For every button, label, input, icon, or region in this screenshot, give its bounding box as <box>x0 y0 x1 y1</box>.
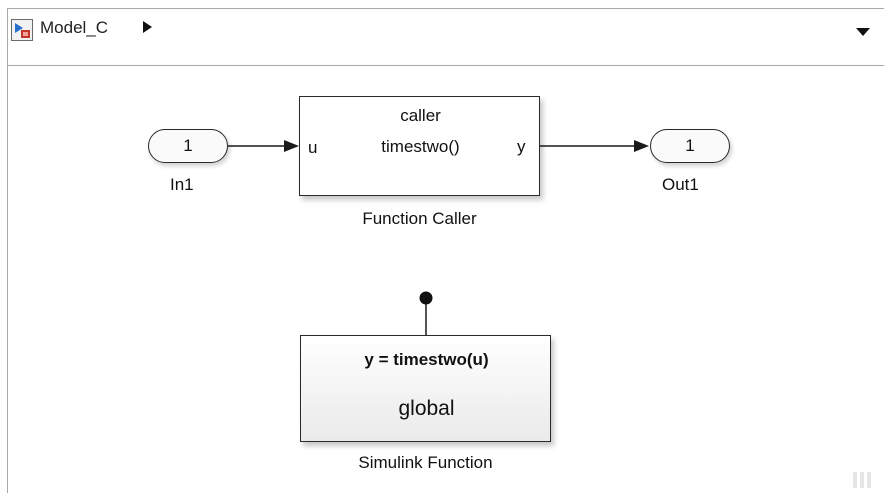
simulink-model-icon[interactable] <box>11 19 33 41</box>
inport-block[interactable]: 1 <box>148 129 228 163</box>
outport-number: 1 <box>685 136 695 155</box>
function-signature: y = timestwo(u) <box>364 350 489 369</box>
outport-block[interactable]: 1 <box>650 129 730 163</box>
caller-function-name: timestwo() <box>381 137 460 156</box>
outport-label[interactable]: Out1 <box>662 175 699 194</box>
inport-label[interactable]: In1 <box>170 175 194 194</box>
resize-grip-icon[interactable] <box>853 472 883 490</box>
function-caller-block[interactable]: caller timestwo() u y <box>299 96 540 196</box>
inport-number: 1 <box>183 136 193 155</box>
trigger-port-dot-icon <box>419 291 433 305</box>
caller-output-port-label: y <box>517 137 526 156</box>
triangle-down-icon[interactable] <box>855 24 871 42</box>
caller-input-port-label: u <box>308 138 318 157</box>
simulink-function-block[interactable]: y = timestwo(u) global <box>300 335 551 442</box>
caller-label: caller <box>400 106 441 125</box>
arrowhead-icon <box>284 140 299 152</box>
arrowhead-icon <box>634 140 649 152</box>
triangle-right-icon[interactable] <box>141 19 153 40</box>
breadcrumb-model-name[interactable]: Model_C <box>40 18 109 37</box>
function-scope: global <box>398 397 455 420</box>
breadcrumb <box>7 8 884 66</box>
simulink-function-name[interactable]: Simulink Function <box>358 453 493 472</box>
function-caller-name[interactable]: Function Caller <box>362 209 477 228</box>
